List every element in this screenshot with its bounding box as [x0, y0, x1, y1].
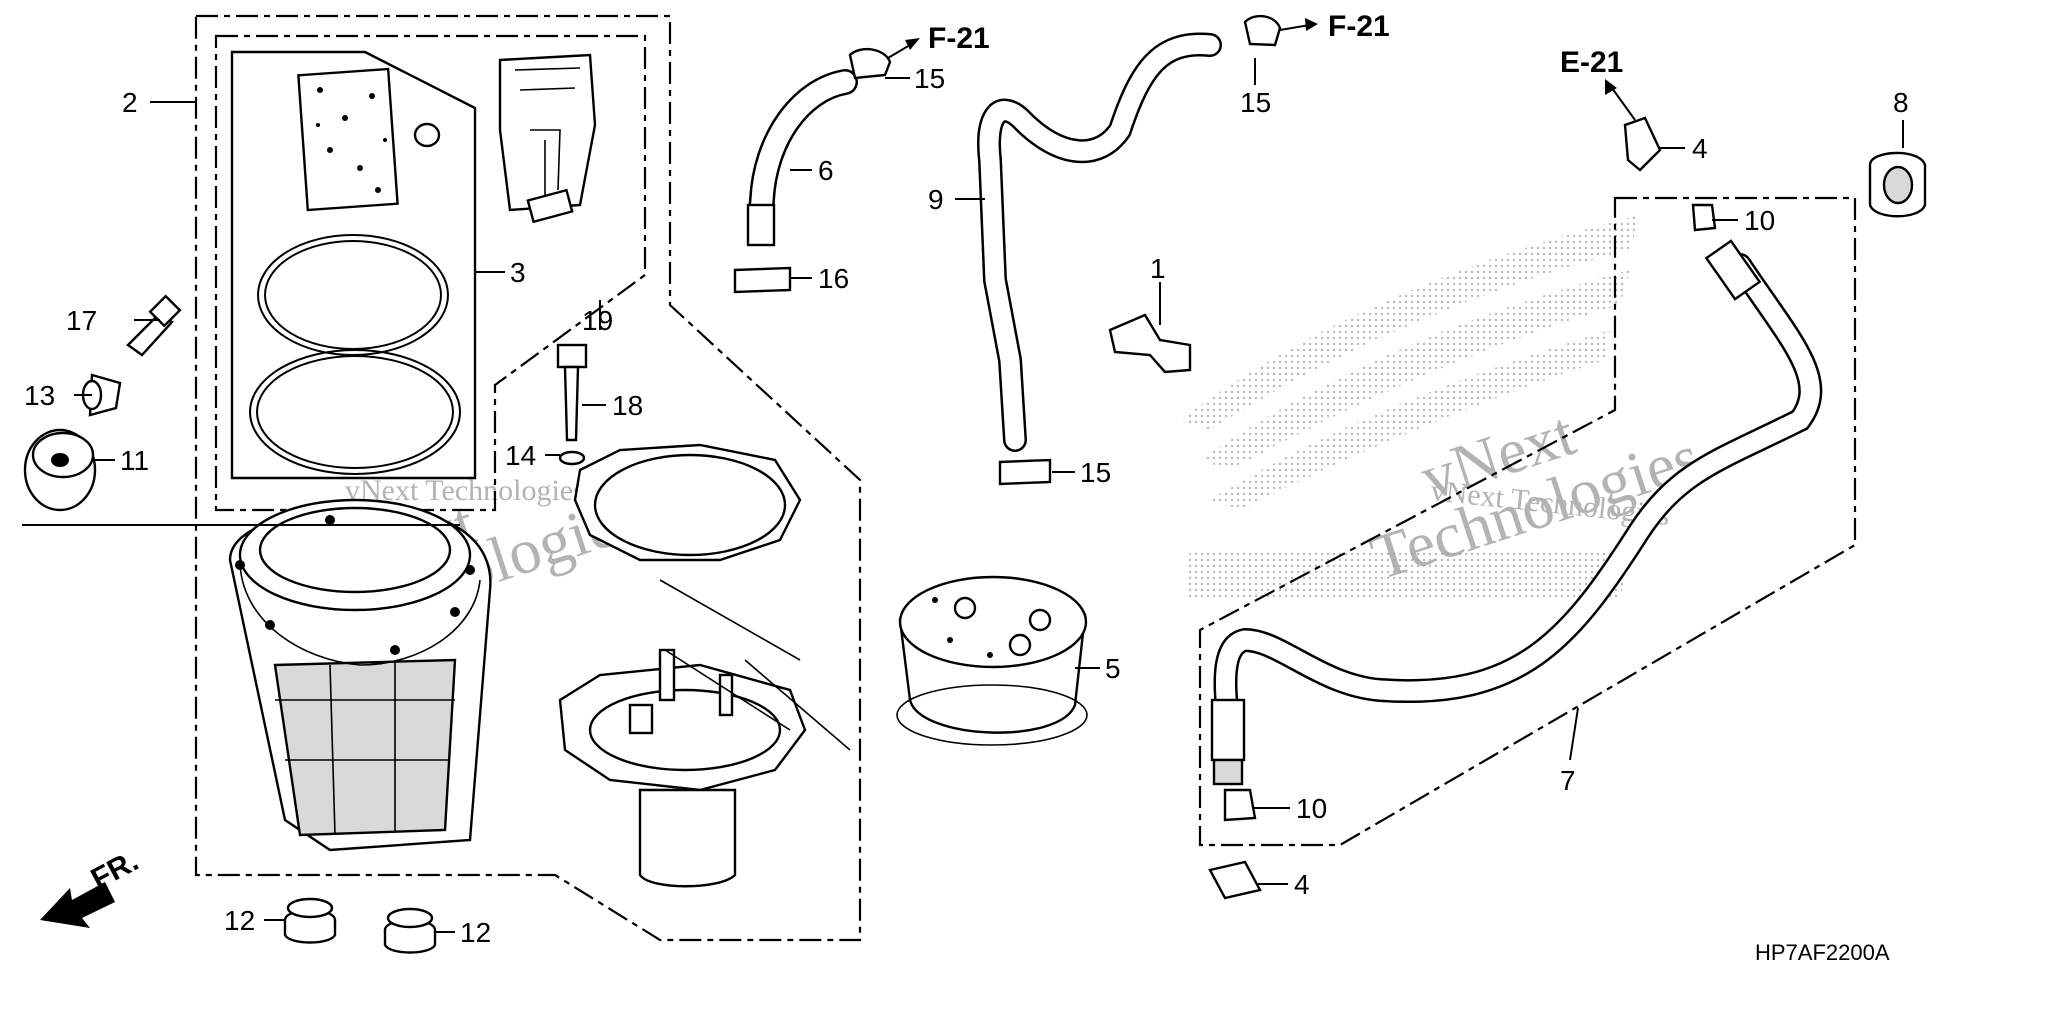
callout-3: 3 [510, 257, 526, 288]
tank-gasket-and-base [558, 443, 851, 888]
callout-10-lower: 10 [1296, 793, 1327, 824]
callout-15-hose6: 15 [914, 63, 945, 94]
grommets [283, 897, 437, 954]
clamp-15c [998, 458, 1052, 486]
callout-17: 17 [66, 305, 97, 336]
left-small-parts [23, 294, 182, 512]
callout-11: 11 [120, 445, 149, 476]
hose-6 [733, 47, 892, 294]
callout-1: 1 [1150, 253, 1166, 284]
stay-4-upper [1623, 116, 1662, 172]
clip-1 [1108, 313, 1192, 374]
clip-10-lower [1223, 788, 1257, 822]
o-ring-small [413, 122, 441, 148]
leader-lines [22, 58, 1904, 933]
ref-label-f21-right: F-21 [1328, 10, 1390, 43]
callout-19: 19 [582, 305, 613, 336]
fuel-pump-assembly-outline [194, 14, 862, 942]
assembly-outlines [194, 14, 1857, 942]
callout-15-hose9-top: 15 [1240, 87, 1271, 118]
callout-18: 18 [612, 390, 643, 421]
gasket-ring-lower [249, 349, 461, 475]
ref-label-f21-left: F-21 [928, 22, 990, 55]
callout-6: 6 [818, 155, 834, 186]
clamp-16 [733, 266, 792, 294]
callout-16: 16 [818, 263, 849, 294]
callout-4-lower: 4 [1294, 869, 1310, 900]
callout-7: 7 [1560, 765, 1576, 796]
callout-5: 5 [1105, 653, 1121, 684]
diagram-code: HP7AF2200A [1755, 940, 1890, 965]
stay-4-lower [1208, 860, 1262, 900]
washer-14 [558, 450, 586, 466]
ref-label-e21: E-21 [1560, 46, 1623, 79]
canister [896, 575, 1088, 746]
callout-2: 2 [122, 87, 138, 118]
callout-9: 9 [928, 184, 944, 215]
pump-bracket [498, 53, 597, 212]
filter-kit-outline [214, 34, 647, 512]
callout-12-left: 12 [224, 905, 255, 936]
callout-12-right: 12 [460, 917, 491, 948]
callout-13: 13 [24, 380, 55, 411]
clips-and-stays [1208, 116, 1717, 900]
hose-7 [1210, 239, 1823, 786]
callout-14: 14 [505, 440, 536, 471]
callout-8: 8 [1893, 87, 1909, 118]
callout-4-upper: 4 [1692, 133, 1708, 164]
bolt-17 [126, 313, 174, 357]
reference-arrows [887, 18, 1636, 121]
callout-15-hose9-bottom: 15 [1080, 457, 1111, 488]
gasket-ring-upper [257, 234, 449, 356]
clamp-15b [1243, 14, 1282, 47]
front-direction-arrow: FR. [40, 844, 144, 928]
fuel-pump-unit [228, 498, 492, 852]
hose-assembly-outline [1198, 196, 1857, 847]
clip-10-upper [1691, 203, 1717, 232]
wing-logo-watermark [1180, 215, 1640, 600]
clamp-15a [848, 47, 892, 80]
callout-10-upper: 10 [1744, 205, 1775, 236]
bolt-18 [556, 343, 588, 369]
bolt-and-washer [556, 343, 588, 466]
grommet-8 [1868, 151, 1927, 218]
callout-numbers: 1 2 3 4 4 5 6 7 8 9 10 10 11 12 12 13 14… [24, 63, 1909, 948]
strainer-screen [297, 67, 399, 212]
filter-kit [230, 50, 597, 480]
hose-9 [977, 14, 1282, 486]
